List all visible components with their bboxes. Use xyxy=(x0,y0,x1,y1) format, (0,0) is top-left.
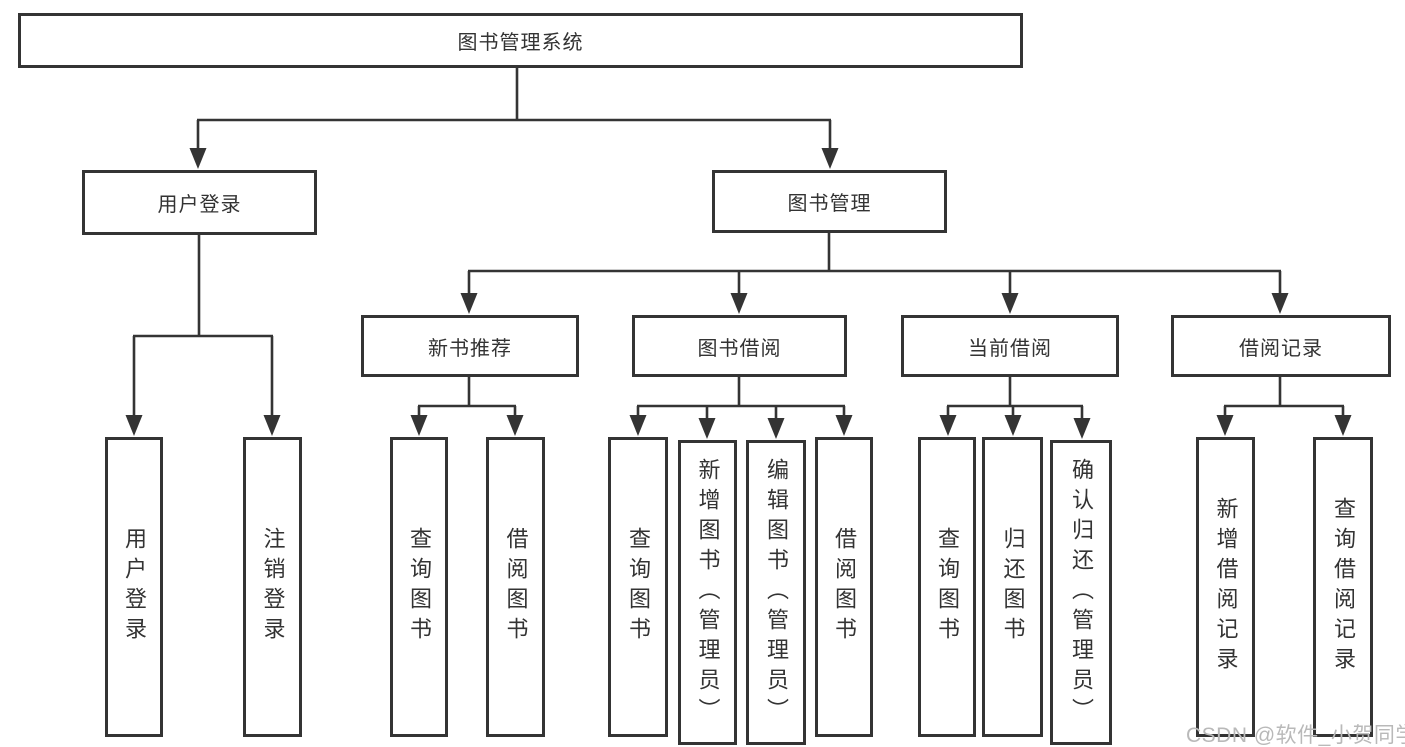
leaf-records-add-record: 新增借阅记录 xyxy=(1196,437,1255,737)
leaf-records-query-record: 查询借阅记录 xyxy=(1313,437,1373,737)
leaf-current-query-books: 查询图书 xyxy=(918,437,976,737)
node-book-borrow: 图书借阅 xyxy=(632,315,847,377)
leaf-recommend-borrow-books: 借阅图书 xyxy=(486,437,545,737)
node-root: 图书管理系统 xyxy=(18,13,1023,68)
node-current-borrow: 当前借阅 xyxy=(901,315,1119,377)
node-user-login: 用户登录 xyxy=(82,170,317,235)
csdn-watermark: CSDN @软件_小贺同学 xyxy=(1186,724,1405,747)
leaf-current-confirm-return-admin: 确认归还（管理员） xyxy=(1050,440,1112,745)
leaf-user-login: 用户登录 xyxy=(105,437,163,737)
leaf-logout: 注销登录 xyxy=(243,437,302,737)
node-book-management: 图书管理 xyxy=(712,170,947,233)
leaf-borrow-add-books-admin: 新增图书（管理员） xyxy=(678,440,737,745)
node-new-book-recommend: 新书推荐 xyxy=(361,315,579,377)
node-borrow-records: 借阅记录 xyxy=(1171,315,1391,377)
leaf-current-return-books: 归还图书 xyxy=(982,437,1043,737)
leaf-borrow-query-books: 查询图书 xyxy=(608,437,668,737)
tree-branch-lines xyxy=(133,68,1344,408)
leaf-borrow-edit-books-admin: 编辑图书（管理员） xyxy=(746,440,806,745)
leaf-borrow-borrow-books: 借阅图书 xyxy=(815,437,873,737)
leaf-recommend-query-books: 查询图书 xyxy=(390,437,448,737)
